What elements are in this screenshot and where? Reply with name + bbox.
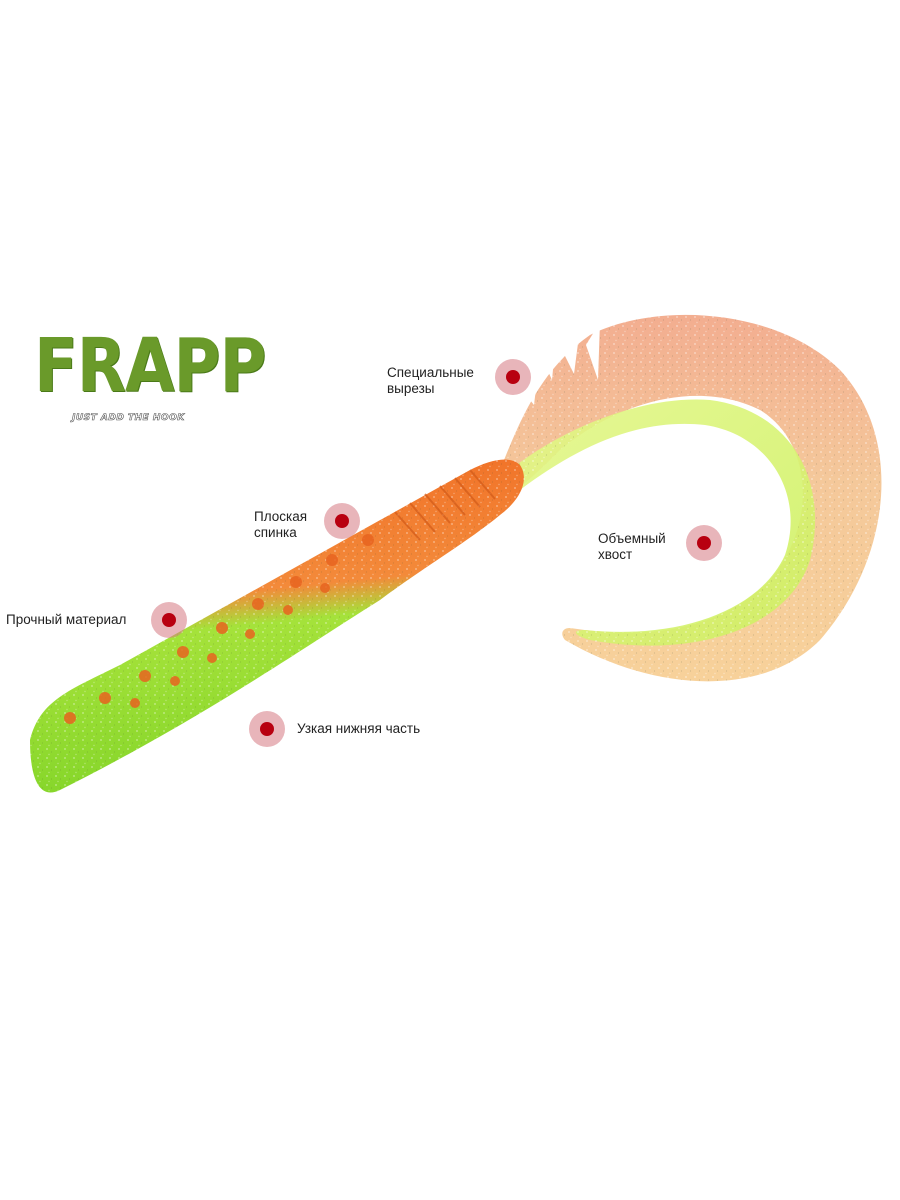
brand-logo: FRAPP JUST ADD THE HOOK <box>34 330 266 430</box>
callout-marker-volume-tail <box>686 525 722 561</box>
callout-label-narrow-belly: Узкая нижняя часть <box>297 721 421 736</box>
callout-marker-narrow-belly <box>249 711 285 747</box>
body-dots <box>64 534 374 724</box>
logo-tagline: JUST ADD THE HOOK <box>72 413 185 424</box>
callout-label-volume-tail: Объемный хвост <box>598 531 666 562</box>
marker-dot-icon <box>697 536 711 550</box>
marker-dot-icon <box>260 722 274 736</box>
callout-label-durable-material: Прочный материал <box>6 612 127 627</box>
tail-cutouts <box>526 322 600 405</box>
callout-label-cutouts: Специальные вырезы <box>387 365 474 396</box>
lure-tail <box>500 314 882 682</box>
callout-label-flat-back: Плоская спинка <box>254 509 308 540</box>
logo-wordmark: FRAPP <box>34 324 266 410</box>
callout-marker-durable-material <box>151 602 187 638</box>
lure-body <box>30 459 524 793</box>
callout-marker-cutouts <box>495 359 531 395</box>
marker-dot-icon <box>162 613 176 627</box>
callout-marker-flat-back <box>324 503 360 539</box>
back-ribs <box>394 469 496 541</box>
marker-dot-icon <box>335 514 349 528</box>
marker-dot-icon <box>506 370 520 384</box>
